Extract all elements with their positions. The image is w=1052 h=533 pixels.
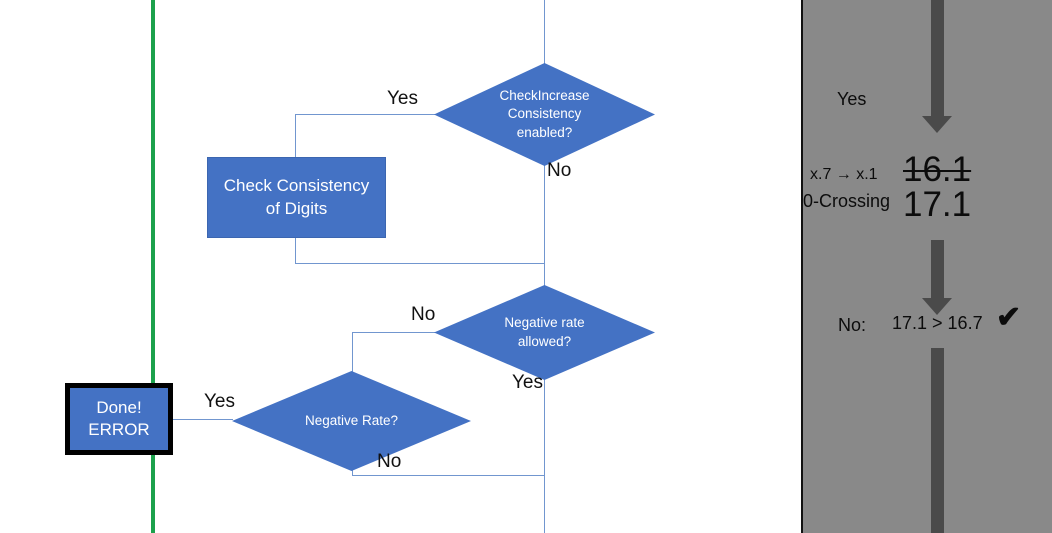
branch-label-negativerate-yes: Yes xyxy=(204,391,235,412)
green-vertical-divider xyxy=(151,0,155,533)
connector-checkincrease-yes-left xyxy=(295,114,435,115)
panel-value-new: 17.1 xyxy=(903,185,972,224)
down-arrow-middle xyxy=(803,240,1052,320)
panel-rule-line-1: x.7 → x.1 xyxy=(810,166,878,183)
connector-negativerate-no-stub xyxy=(352,468,353,476)
branch-label-negrateallowed-no: No xyxy=(411,304,436,325)
process-check-consistency-label: Check Consistency of Digits xyxy=(216,175,378,219)
branch-label-negativerate-no: No xyxy=(377,451,402,472)
decision-checkincrease-consistency-enabled[interactable]: CheckIncrease Consistency enabled? xyxy=(434,63,655,166)
connector-negrateallowed-no-left xyxy=(352,332,435,333)
branch-label-negrateallowed-yes: Yes xyxy=(512,372,543,393)
process-done-error-label: Done! ERROR xyxy=(80,397,157,441)
decision-negative-rate[interactable]: Negative Rate? xyxy=(232,371,471,471)
panel-yes-label: Yes xyxy=(837,89,867,109)
process-line-2: of Digits xyxy=(265,198,328,218)
connector-checkincrease-no-down xyxy=(544,165,545,286)
down-arrow-top xyxy=(803,0,1052,140)
connector-checkconsistency-to-spine xyxy=(295,263,545,264)
branch-label-checkincrease-yes: Yes xyxy=(387,88,418,109)
decision-negative-rate-allowed[interactable]: Negative rate allowed? xyxy=(434,285,655,380)
connector-negrateallowed-no-down xyxy=(352,332,353,372)
process-check-consistency-of-digits[interactable]: Check Consistency of Digits xyxy=(207,157,386,238)
down-arrow-bottom xyxy=(803,348,1052,533)
process-done-error[interactable]: Done! ERROR xyxy=(65,383,173,455)
panel-rule-line-2: 0-Crossing xyxy=(803,191,891,211)
panel-value-old-strikethrough: 16.1 xyxy=(903,150,972,189)
process-line-1: Check Consistency xyxy=(223,176,370,196)
panel-result-label: No: xyxy=(838,315,867,335)
connector-negativerate-no-right xyxy=(352,475,545,476)
done-line-2: ERROR xyxy=(88,420,150,439)
done-line-1: Done! xyxy=(96,397,142,417)
annotation-panel: Yes x.7 → x.1 0-Crossing 16.1 17.1 No: 1… xyxy=(801,0,1052,533)
branch-label-checkincrease-no: No xyxy=(547,160,572,181)
panel-comparison: 17.1 > 16.7 xyxy=(892,313,983,333)
check-mark-icon: ✔ xyxy=(996,301,1022,334)
connector-top-to-checkincrease xyxy=(544,0,545,64)
connector-negrateallowed-yes-down xyxy=(544,379,545,533)
connector-negativerate-yes-to-done xyxy=(173,419,233,420)
